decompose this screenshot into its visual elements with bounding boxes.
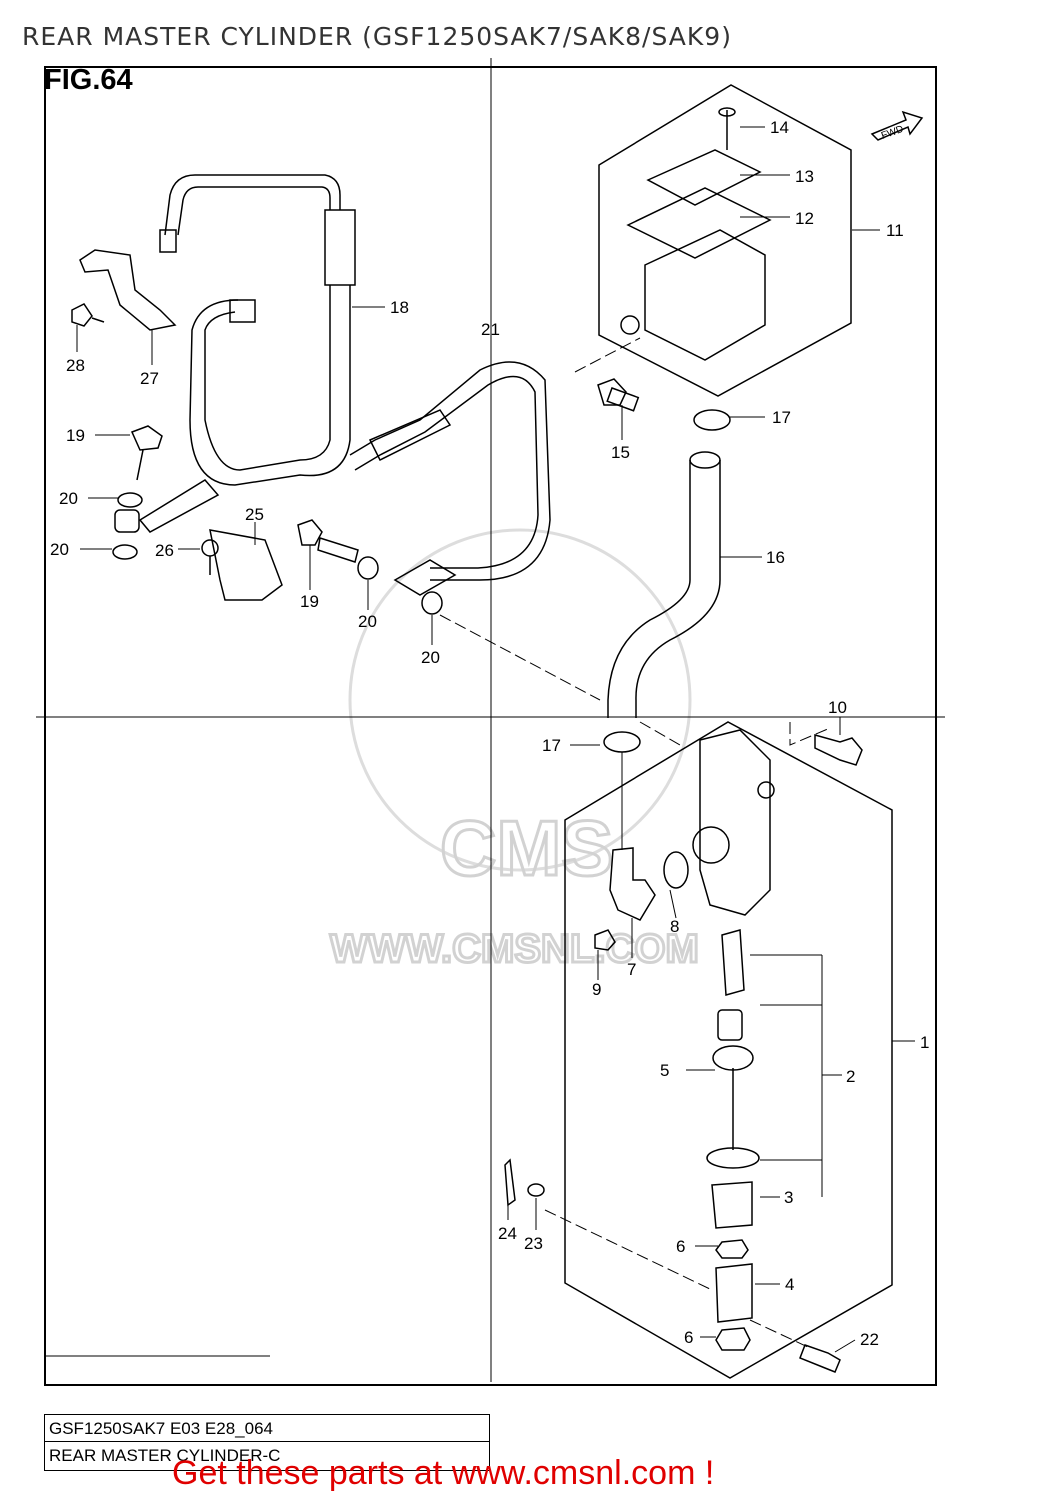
fwd-label: FWD bbox=[880, 124, 905, 142]
callout: 10 bbox=[828, 698, 847, 717]
washer bbox=[527, 1183, 545, 1197]
boot bbox=[712, 1045, 754, 1071]
callout: 20 bbox=[50, 540, 69, 559]
callout: 9 bbox=[592, 980, 601, 999]
callout: 2 bbox=[846, 1067, 855, 1086]
callout: 4 bbox=[785, 1275, 794, 1294]
reservoir-hose bbox=[603, 409, 731, 921]
callout: 17 bbox=[542, 736, 561, 755]
callout: 24 bbox=[498, 1224, 517, 1243]
callout: 5 bbox=[660, 1061, 669, 1080]
callout: 11 bbox=[886, 221, 904, 240]
callout: 6 bbox=[684, 1328, 693, 1347]
hose-sleeve bbox=[138, 479, 220, 533]
callout: 26 bbox=[155, 541, 174, 560]
hose-guide bbox=[209, 529, 283, 601]
dashed-guide-lines bbox=[439, 337, 831, 1349]
callout-labels: 1 2 3 4 5 6 6 7 8 9 10 11 12 13 14 15 16… bbox=[50, 118, 929, 1349]
banjo-fitting bbox=[114, 509, 140, 533]
nut bbox=[715, 1327, 751, 1351]
reservoir-diaphragm bbox=[626, 187, 772, 259]
hose-clamp bbox=[693, 409, 731, 431]
inlet-connector bbox=[609, 847, 656, 921]
small-parts bbox=[71, 249, 863, 1373]
washer bbox=[357, 556, 379, 580]
hose-fitting bbox=[229, 299, 256, 323]
callout: 8 bbox=[670, 917, 679, 936]
circlip bbox=[706, 1147, 760, 1169]
callout: 20 bbox=[421, 648, 440, 667]
bushing bbox=[711, 1181, 753, 1229]
spring bbox=[721, 929, 745, 996]
reservoir-cap bbox=[646, 149, 762, 206]
brake-hose bbox=[159, 174, 551, 596]
fwd-arrow-icon: FWD bbox=[870, 110, 924, 142]
callout: 20 bbox=[358, 612, 377, 631]
callout: 25 bbox=[245, 505, 264, 524]
callout: 28 bbox=[66, 356, 85, 375]
hose-fitting bbox=[393, 559, 457, 596]
pin bbox=[799, 1344, 841, 1373]
callout: 27 bbox=[140, 369, 159, 388]
callout: 22 bbox=[860, 1330, 879, 1349]
hose-fitting bbox=[368, 409, 452, 462]
callout: 3 bbox=[784, 1188, 793, 1207]
bolt-head bbox=[71, 303, 93, 327]
nut bbox=[715, 1239, 749, 1259]
callout: 6 bbox=[676, 1237, 685, 1256]
callout: 20 bbox=[59, 489, 78, 508]
reservoir-assembly bbox=[598, 84, 852, 397]
callout: 19 bbox=[300, 592, 319, 611]
callout: 18 bbox=[390, 298, 409, 317]
callout: 19 bbox=[66, 426, 85, 445]
washer bbox=[117, 492, 143, 508]
washer bbox=[421, 591, 443, 615]
hose-fitting bbox=[324, 209, 356, 286]
page-title: REAR MASTER CYLINDER (GSF1250SAK7/SAK8/S… bbox=[22, 22, 732, 51]
piston bbox=[717, 1009, 743, 1041]
callout: 23 bbox=[524, 1234, 543, 1253]
callout: 15 bbox=[611, 443, 630, 462]
screw-head bbox=[201, 539, 219, 557]
reservoir-body bbox=[644, 229, 766, 361]
callout: 13 bbox=[795, 167, 814, 186]
crosshair-lines bbox=[36, 58, 945, 1382]
o-ring bbox=[663, 851, 689, 889]
watermark-url-text: WWW.CMSNL.COM bbox=[330, 927, 699, 971]
bolt-head bbox=[597, 378, 627, 406]
watermark: CMS WWW.CMSNL.COM bbox=[329, 528, 700, 973]
callout: 1 bbox=[920, 1033, 929, 1052]
hose-clamp bbox=[603, 731, 641, 753]
bracket bbox=[79, 249, 177, 331]
figure-name: REAR MASTER CYLINDER-C bbox=[44, 1441, 490, 1471]
banjo-bolt bbox=[130, 425, 163, 451]
master-cylinder-assembly bbox=[564, 721, 893, 1379]
callout: 14 bbox=[770, 118, 789, 137]
clevis bbox=[715, 1263, 753, 1323]
leader-lines bbox=[76, 126, 915, 1353]
buy-parts-link[interactable]: Get these parts at www.cmsnl.com ! bbox=[172, 1454, 715, 1492]
cotter-pin bbox=[504, 1158, 516, 1207]
callout: 16 bbox=[766, 548, 785, 567]
bolt bbox=[814, 734, 863, 766]
callout: 7 bbox=[627, 960, 636, 979]
screw bbox=[594, 929, 616, 951]
callout: 12 bbox=[795, 209, 814, 228]
figure-code: GSF1250SAK7 E03 E28_064 bbox=[44, 1414, 490, 1442]
watermark-logo-text: CMS bbox=[440, 804, 613, 892]
cylinder-body bbox=[699, 729, 771, 916]
banjo-bolt bbox=[297, 519, 323, 546]
figure-label: FIG.64 bbox=[44, 64, 133, 96]
callout: 21 bbox=[481, 320, 500, 339]
hose-fitting bbox=[159, 229, 177, 253]
callout: 17 bbox=[772, 408, 791, 427]
washer bbox=[112, 544, 138, 560]
